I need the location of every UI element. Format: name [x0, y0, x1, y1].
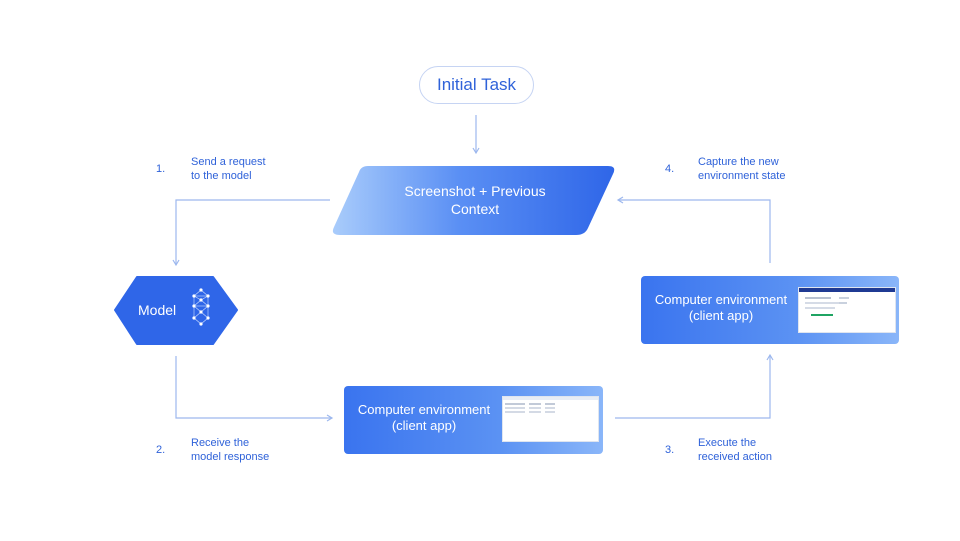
step-2-number: 2. [156, 444, 166, 456]
model-node [114, 276, 238, 345]
step-3-number: 3. [665, 444, 675, 456]
step-3-line: Execute the [698, 437, 757, 449]
connector-model-to-env [175, 356, 334, 422]
step-1-text: Send a request to the model [191, 155, 266, 183]
step-4-line: environment state [698, 170, 786, 182]
env-right-screenshot-thumbnail [798, 287, 896, 333]
step-4-text: Capture the new environment state [698, 155, 785, 183]
step-3-line: received action [698, 451, 772, 463]
env-right-line: (client app) [688, 308, 754, 324]
model-label: Model [138, 302, 177, 318]
connector-context-to-model [172, 199, 330, 267]
step-2-line: Receive the [191, 437, 250, 449]
env-bottom-screenshot-thumbnail [502, 396, 599, 442]
env-bottom-line: Computer environment [357, 402, 491, 417]
neural-network-icon [192, 288, 210, 326]
initial-task-label: Initial Task [436, 75, 517, 94]
step-1-number: 1. [156, 163, 166, 175]
step-3-text: Execute the received action [698, 436, 772, 464]
connector-env-to-context [616, 196, 771, 263]
env-right-text: Computer environment (client app) [643, 292, 799, 325]
screenshot-context-node [332, 166, 615, 235]
step-2-text: Receive the model response [191, 436, 269, 464]
screenshot-context-text: Screenshot + Previous Context [380, 183, 570, 218]
step-4-number: 4. [665, 163, 675, 175]
screenshot-context-line: Screenshot + Previous [404, 183, 546, 199]
initial-task-node: Initial Task [419, 66, 534, 104]
screenshot-context-line: Context [450, 200, 500, 217]
step-1-line: Send a request [191, 156, 266, 168]
step-2-line: model response [191, 451, 270, 463]
env-right-line: Computer environment [654, 292, 788, 307]
step-1-line: to the model [191, 170, 252, 182]
env-bottom-text: Computer environment (client app) [345, 402, 503, 435]
connector-env-to-env [615, 353, 774, 419]
env-bottom-line: (client app) [391, 418, 457, 434]
step-4-line: Capture the new [698, 156, 779, 168]
